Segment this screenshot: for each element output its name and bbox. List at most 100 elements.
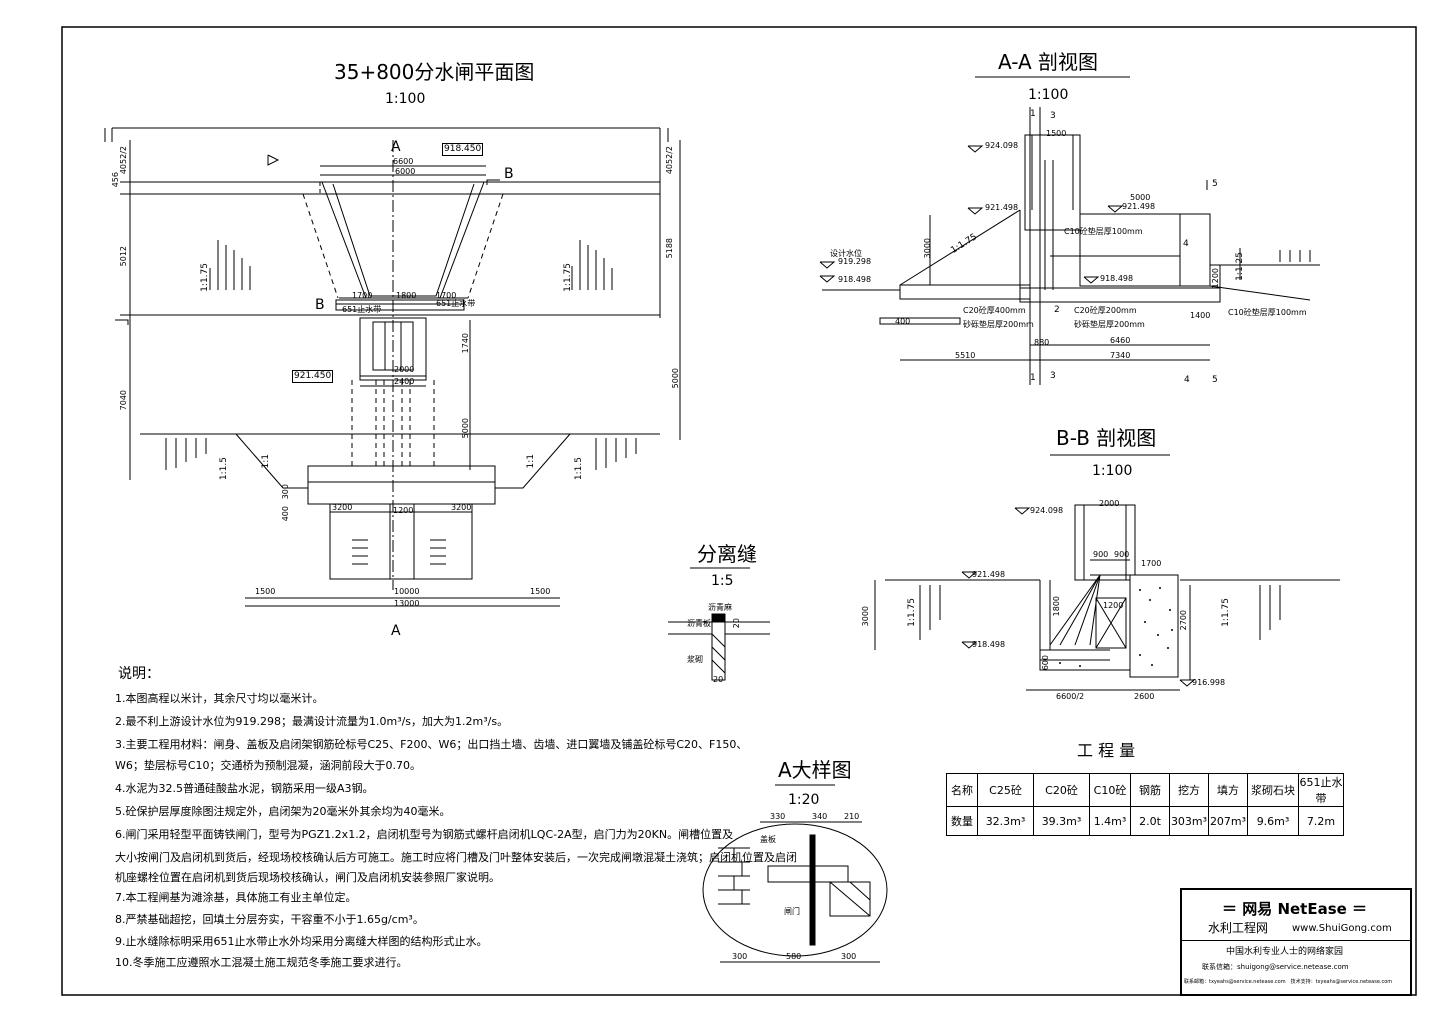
plan-dim-10000: 10000 xyxy=(394,587,420,596)
fjf-label-b: 沥青板 xyxy=(687,619,711,628)
fjf-detail xyxy=(668,567,770,681)
plan-slope-ll: 1:1.5 xyxy=(219,457,229,481)
qty-v3: 1.4m³ xyxy=(1089,806,1131,836)
plan-dim-1700b: 1700 xyxy=(436,291,457,300)
titleblock-brand: ＝ 网易 NetEase ＝ xyxy=(1222,900,1368,918)
plan-dim-1700a: 1700 xyxy=(352,291,373,300)
bb-elev-921: 921.498 xyxy=(972,570,1006,579)
fjf-dim-20b: 20 xyxy=(713,675,724,684)
plan-waterstop-l: 651止水带 xyxy=(342,305,382,314)
detail-dim-300b: 300 xyxy=(841,952,857,961)
bb-title: B-B 剖视图 xyxy=(1056,426,1157,450)
aa-design-water: 设计水位 xyxy=(830,249,862,258)
plan-dim-1500a: 1500 xyxy=(255,587,276,596)
plan-dim-6600: 6600 xyxy=(393,157,414,166)
titleblock-slogan: 中国水利专业人士的网络家园 xyxy=(1226,947,1344,957)
plan-dim-4052a: 4052/2 xyxy=(119,146,128,175)
aa-scale: 1:100 xyxy=(1028,87,1069,103)
note-6c: 机座螺栓位置在启闭机到货后现场校核确认，闸门及启闭机安装参照厂家说明。 xyxy=(115,871,500,884)
plan-dim-5000b: 5000 xyxy=(461,418,470,439)
detail-scale: 1:20 xyxy=(788,792,820,808)
aa-elev-919: 919.298 xyxy=(838,257,872,266)
aa-mark-4-mid: 4 xyxy=(1183,239,1189,249)
plan-slope-right: 1:1.75 xyxy=(563,263,573,292)
quantities-header-row: 名称 C25砼 C20砼 C10砼 钢筋 挖方 填方 浆砌石块 651止水带 xyxy=(946,773,1344,807)
fjf-label-c: 浆砌 xyxy=(687,655,703,664)
bb-dim-2000: 2000 xyxy=(1099,499,1120,508)
notes-title: 说明： xyxy=(118,666,160,682)
aa-mark-3-bottom: 3 xyxy=(1050,371,1056,381)
plan-dim-456: 456 xyxy=(111,172,120,188)
plan-dim-4052b: 4052/2 xyxy=(665,146,674,175)
plan-dim-3200b: 3200 xyxy=(451,503,472,512)
plan-dim-5000: 5000 xyxy=(671,368,680,389)
detail-dim-580: 580 xyxy=(786,952,802,961)
aa-dim-5000: 5000 xyxy=(1130,193,1151,202)
aa-section xyxy=(819,76,1320,385)
plan-view xyxy=(104,127,681,607)
plan-dim-2000: 2000 xyxy=(394,365,415,374)
aa-gravel-a: 砂砾垫层厚200mm xyxy=(963,320,1034,329)
aa-elev-921: 921.498 xyxy=(985,203,1019,212)
plan-section-a-top: A xyxy=(391,139,401,155)
bb-dim-900a: 900 xyxy=(1093,550,1109,559)
aa-dim-6460: 6460 xyxy=(1110,336,1131,345)
detail-a xyxy=(702,784,888,963)
plan-waterstop-r: 651止水带 xyxy=(436,299,476,308)
detail-label-gate: 闸门 xyxy=(784,907,800,916)
plan-dim-3200a: 3200 xyxy=(332,503,353,512)
qty-h8: 651止水带 xyxy=(1298,773,1344,807)
qty-h2: C20砼 xyxy=(1033,773,1090,807)
plan-section-a-bottom: A xyxy=(391,623,401,639)
fjf-label-a: 沥青麻 xyxy=(708,603,732,612)
aa-dim-7340: 7340 xyxy=(1110,351,1131,360)
qty-v6: 207m³ xyxy=(1208,806,1248,836)
note-6: 6.闸门采用轻型平面铸铁闸门，型号为PGZ1.2x1.2，启闭机型号为钢筋式螺杆… xyxy=(115,828,734,841)
bb-elev-918: 918.498 xyxy=(972,640,1006,649)
plan-dim-1200: 1200 xyxy=(393,506,414,515)
note-8: 8.严禁基础超挖，回填土分层夯实，干容重不小于1.65g/cm³。 xyxy=(115,913,424,926)
sheet-border xyxy=(61,26,1417,996)
aa-mark-1-bottom: 1 xyxy=(1030,373,1036,383)
qty-h4: 钢筋 xyxy=(1130,773,1170,807)
aa-c10b: C10砼垫层厚100mm xyxy=(1228,308,1307,317)
plan-dim-400: 400 xyxy=(281,506,290,522)
aa-dim-1200: 1200 xyxy=(1211,268,1220,289)
bb-dim-2700: 2700 xyxy=(1179,610,1188,631)
quantities-value-row: 数量 32.3m³ 39.3m³ 1.4m³ 2.0t 303m³ 207m³ … xyxy=(946,806,1344,836)
plan-dim-6000: 6000 xyxy=(395,167,416,176)
aa-mark-3-top: 3 xyxy=(1050,111,1056,121)
bb-concrete-dots xyxy=(1059,587,1173,667)
plan-slope-1r: 1:1 xyxy=(526,454,536,469)
bb-dim-1700: 1700 xyxy=(1141,559,1162,568)
titleblock-url[interactable]: www.ShuiGong.com xyxy=(1292,923,1392,934)
note-1: 1.本图高程以米计，其余尺寸均以毫米计。 xyxy=(115,692,324,705)
titleblock-divider xyxy=(1182,940,1410,941)
bb-dim-6600: 6600/2 xyxy=(1056,692,1085,701)
fjf-dim-20a: 20 xyxy=(732,618,741,629)
aa-dim-400: 400 xyxy=(895,317,911,326)
plan-dim-13000: 13000 xyxy=(394,599,420,608)
qty-v1: 32.3m³ xyxy=(977,806,1034,836)
qty-v2: 39.3m³ xyxy=(1033,806,1090,836)
bb-dim-1800: 1800 xyxy=(1052,596,1061,617)
plan-dim-2400: 2400 xyxy=(394,377,415,386)
detail-dim-210: 210 xyxy=(844,812,860,821)
titleblock-site-name: 水利工程网 xyxy=(1208,921,1269,935)
aa-mark-2: 2 xyxy=(1054,305,1060,315)
plan-elev-mid: 921.450 xyxy=(292,370,334,383)
aa-dim-1400: 1400 xyxy=(1190,311,1211,320)
plan-scale: 1:100 xyxy=(385,91,426,107)
qty-h1: C25砼 xyxy=(977,773,1034,807)
aa-mark-5-top: 5 xyxy=(1212,179,1218,189)
bb-elev-924: 924.098 xyxy=(1030,506,1064,515)
aa-slope-r: 1:1.25 xyxy=(1235,252,1245,281)
note-3b: W6；垫层标号C10；交通桥为预制混凝，涵洞前段大于0.70。 xyxy=(115,759,422,772)
qty-h0: 名称 xyxy=(946,773,978,807)
plan-slope-rr: 1:1.5 xyxy=(574,457,584,481)
titleblock-contact: 联系信箱：shuigong@service.netease.com xyxy=(1202,963,1349,971)
plan-elev-top: 918.450 xyxy=(442,143,484,156)
note-7: 7.本工程闸基为滩涂基，具体施工有业主单位定。 xyxy=(115,891,357,904)
plan-section-b-left: B xyxy=(315,297,325,313)
